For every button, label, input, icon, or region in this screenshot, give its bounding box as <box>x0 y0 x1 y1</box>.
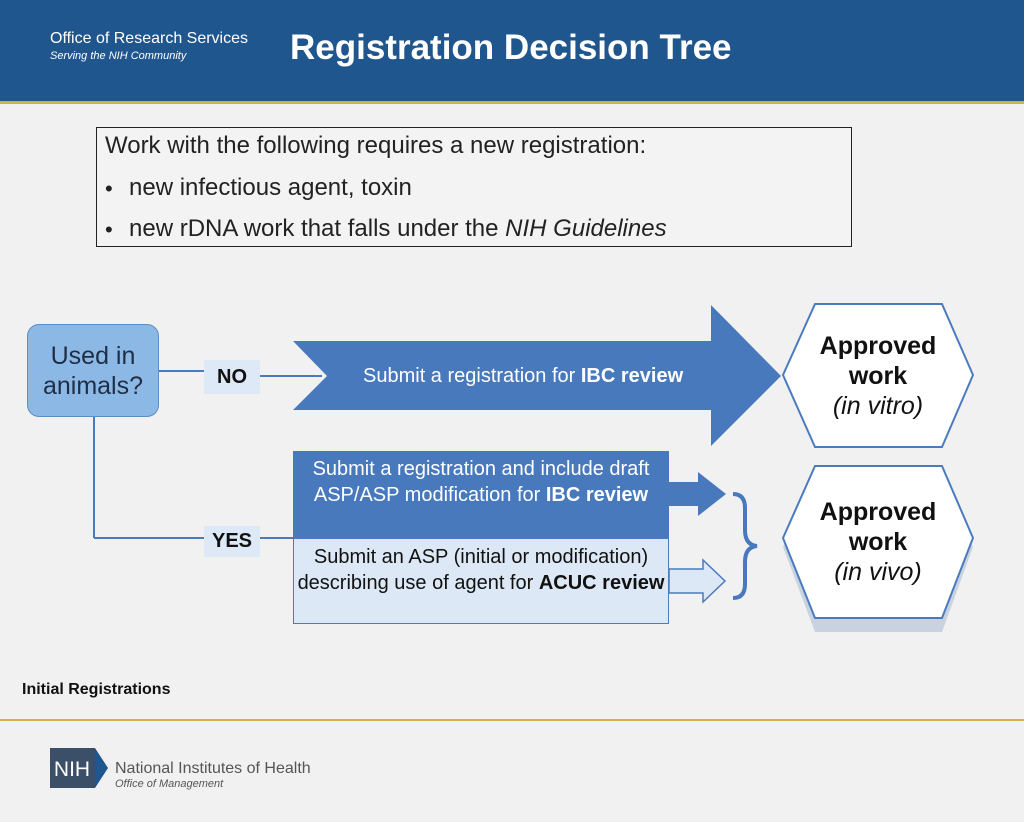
ibc-review-action-text: Submit a registration for <box>363 365 581 387</box>
no-label: NO <box>204 360 260 394</box>
outcome-qualifier: (in vivo) <box>834 558 922 586</box>
bullet-marker: • <box>105 176 113 201</box>
ibc-review-arrow <box>293 305 781 446</box>
outcome-in-vitro: Approved work (in vitro) <box>783 331 973 421</box>
ibc-review-action: Submit a registration for IBC review <box>363 365 683 388</box>
hexagon-in-vivo <box>781 465 975 619</box>
page-title: Registration Decision Tree <box>290 28 732 67</box>
hexagon-in-vitro <box>781 303 975 448</box>
outcome-line: Approved <box>819 498 937 526</box>
outcome-qualifier: (in vitro) <box>832 392 924 420</box>
nih-name: National Institutes of Health <box>115 760 311 777</box>
nih-logo-icon: NIH <box>50 748 108 788</box>
ibc-registration-text: Submit a registration and include draft … <box>312 458 650 506</box>
acuc-asp-text: Submit an ASP (initial or modification) … <box>297 546 649 594</box>
requirements-box: Work with the following requires a new r… <box>96 127 852 247</box>
nih-office: Office of Management <box>115 778 224 790</box>
header-divider <box>0 101 1024 104</box>
requirement-item-text: new rDNA work that falls under the <box>129 215 506 242</box>
requirements-intro: Work with the following requires a new r… <box>105 132 647 159</box>
org-name: Office of Research Services <box>50 30 249 47</box>
grouping-brace <box>732 492 758 600</box>
header-banner <box>0 0 1024 101</box>
ibc-review-term: IBC review <box>545 484 649 506</box>
org-tagline: Serving the NIH Community <box>50 50 187 62</box>
footer-divider <box>0 719 1024 721</box>
section-label: Initial Registrations <box>22 681 171 698</box>
acuc-asp-box: Submit an ASP (initial or modification) … <box>293 538 669 624</box>
ibc-review-term: IBC review <box>580 365 684 387</box>
nih-abbrev: NIH <box>54 758 90 781</box>
requirement-item: new infectious agent, toxin <box>129 174 412 201</box>
nih-guidelines-term: NIH Guidelines <box>505 215 667 242</box>
requirement-item: new rDNA work that falls under the NIH G… <box>129 215 667 243</box>
question-text: Used in animals? <box>42 342 144 400</box>
outcome-in-vivo: Approved work (in vivo) <box>783 497 973 587</box>
ibc-registration-box: Submit a registration and include draft … <box>293 451 669 538</box>
acuc-review-term: ACUC review <box>538 572 665 594</box>
acuc-small-arrow <box>668 558 727 604</box>
outcome-line: work <box>848 362 908 390</box>
outcome-line: Approved <box>819 332 937 360</box>
yes-label: YES <box>204 526 260 557</box>
ibc-small-arrow <box>669 472 726 516</box>
question-box: Used in animals? <box>27 324 159 417</box>
outcome-line: work <box>848 528 908 556</box>
bullet-marker: • <box>105 217 113 242</box>
